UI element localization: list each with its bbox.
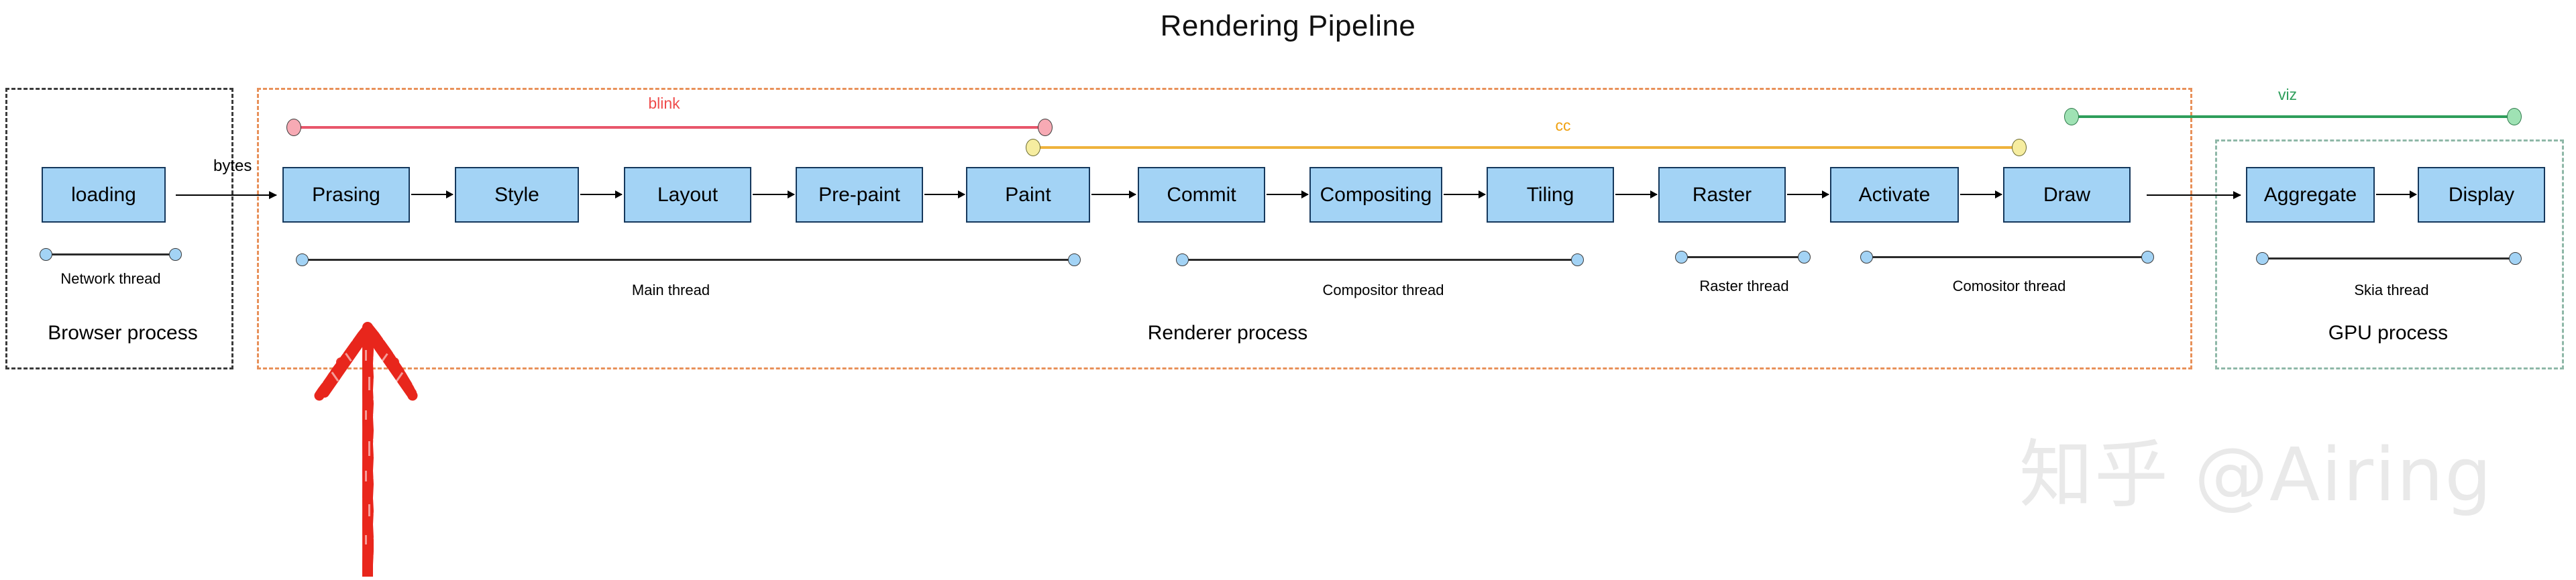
thread-cap-right-raster [1798,251,1811,264]
stage-box-compositing[interactable]: Compositing [1309,167,1442,223]
module-bar-line-blink [294,126,1045,129]
thread-cap-left-raster [1675,251,1688,264]
thread-cap-right-compositor [1571,253,1584,266]
flow-arrow-prasing-style [411,190,453,198]
process-label-browser: Browser process [48,322,198,344]
thread-label-raster: Raster thread [1699,278,1789,294]
flow-arrow-commit-compositing [1267,190,1309,198]
thread-label-comositor: Comositor thread [1952,278,2066,294]
thread-line-network [46,253,176,255]
process-container-gpu [2215,139,2564,369]
stage-box-paint[interactable]: Paint [966,167,1090,223]
flow-arrow-compositing-tiling [1444,190,1486,198]
flow-arrow-style-layout [580,190,623,198]
stage-box-commit[interactable]: Commit [1138,167,1265,223]
thread-line-compositor [1182,259,1578,261]
stage-box-tiling[interactable]: Tiling [1487,167,1614,223]
watermark: 知乎 @Airing [2019,432,2493,518]
flow-arrow-aggregate-display [2376,190,2417,198]
stage-box-aggregate[interactable]: Aggregate [2246,167,2375,223]
stage-box-pre-paint[interactable]: Pre-paint [796,167,923,223]
flow-arrow-tiling-raster [1615,190,1658,198]
module-cap-right-blink [1038,119,1053,136]
module-cap-right-viz [2507,108,2522,125]
module-cap-left-blink [286,119,301,136]
page-title: Rendering Pipeline [1160,9,1416,42]
flow-label-bytes: bytes [213,157,252,175]
thread-line-raster [1681,256,1805,258]
thread-cap-right-network [169,248,182,261]
thread-cap-left-network [40,248,52,261]
flow-arrow-activate-draw [1960,190,2002,198]
flow-arrow-loading-prasing [176,191,277,199]
thread-line-skia [2262,257,2516,259]
stage-box-layout[interactable]: Layout [624,167,751,223]
module-cap-left-cc [1026,139,1040,156]
thread-label-skia: Skia thread [2354,282,2429,298]
flow-arrow-draw-aggregate [2147,191,2241,199]
flow-arrow-paint-commit [1091,190,1136,198]
thread-label-network: Network thread [60,270,161,287]
stage-box-prasing[interactable]: Prasing [282,167,410,223]
thread-cap-left-skia [2256,252,2269,265]
annotation-red-arrow-icon [314,270,455,580]
module-label-blink: blink [648,95,680,112]
module-cap-left-viz [2064,108,2079,125]
thread-label-compositor: Compositor thread [1322,282,1444,298]
thread-cap-left-main [296,253,309,266]
thread-cap-right-skia [2509,252,2522,265]
stage-box-style[interactable]: Style [455,167,579,223]
thread-cap-right-comositor [2141,251,2154,264]
stage-box-raster[interactable]: Raster [1658,167,1786,223]
thread-line-comositor [1866,256,2148,258]
thread-line-main [302,259,1075,261]
thread-cap-left-compositor [1176,253,1189,266]
module-label-cc: cc [1555,117,1571,134]
stage-box-loading[interactable]: loading [42,167,166,223]
stage-box-display[interactable]: Display [2418,167,2545,223]
module-cap-right-cc [2012,139,2027,156]
thread-label-main: Main thread [631,282,710,298]
thread-cap-right-main [1068,253,1081,266]
process-container-renderer [257,88,2192,369]
thread-cap-left-comositor [1860,251,1873,264]
flow-arrow-raster-activate [1787,190,1829,198]
module-label-viz: viz [2277,86,2298,103]
module-bar-line-cc [1033,146,2019,149]
flow-arrow-layout-pre-paint [753,190,795,198]
process-container-browser [5,88,233,369]
stage-box-activate[interactable]: Activate [1830,167,1959,223]
module-bar-line-viz [2072,115,2514,118]
process-label-renderer: Renderer process [1147,322,1308,344]
flow-arrow-pre-paint-paint [924,190,965,198]
stage-box-draw[interactable]: Draw [2003,167,2131,223]
process-label-gpu: GPU process [2328,322,2449,344]
